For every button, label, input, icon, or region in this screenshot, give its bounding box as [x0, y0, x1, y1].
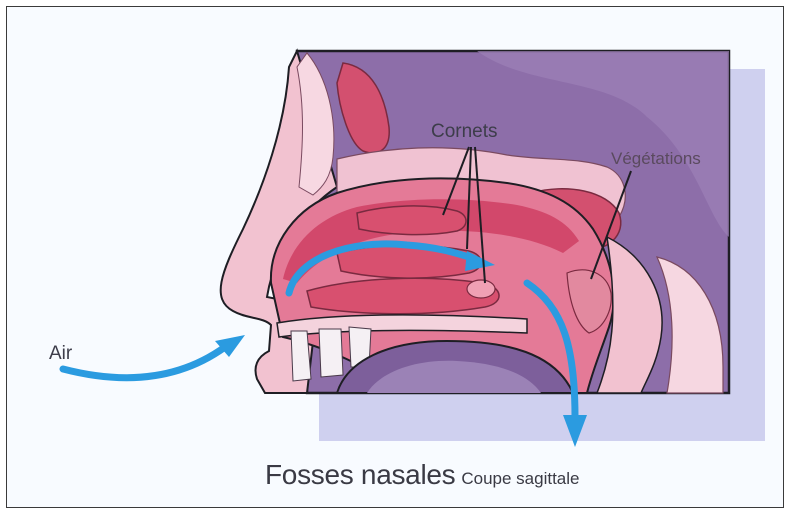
vegetations-label: Végétations [611, 149, 701, 169]
nasal-cavity-diagram [7, 7, 783, 507]
superior-turbinate [357, 206, 466, 235]
caption-subtitle: Coupe sagittale [461, 469, 579, 488]
caption-title: Fosses nasales [265, 459, 455, 490]
cornets-label: Cornets [431, 121, 498, 143]
illustration-frame: Cornets Végétations Air Fosses nasales Co… [6, 6, 784, 508]
turbinate-tip [467, 280, 495, 298]
air-label: Air [49, 343, 72, 365]
figure-caption: Fosses nasales Coupe sagittale [265, 459, 579, 491]
air-inflow-arrow [63, 347, 225, 378]
middle-turbinate [337, 245, 481, 278]
